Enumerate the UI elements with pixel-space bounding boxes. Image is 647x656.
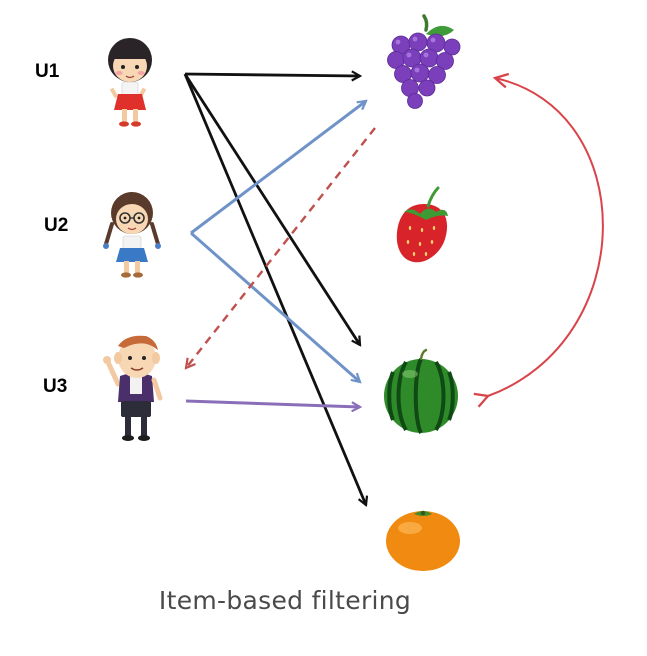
user-label-u2: U2: [44, 215, 69, 236]
item-similarity-arc: [488, 78, 604, 396]
user-label-u1: U1: [35, 61, 60, 82]
watermelon-icon: [384, 348, 458, 434]
user-u2-avatar: [103, 192, 161, 278]
u1-to-watermelon-arrow: [183, 73, 360, 345]
user-label-u3: U3: [43, 376, 68, 397]
recommendation-dashed-arrow: [186, 127, 376, 368]
diagram-caption: Item-based filtering: [158, 586, 412, 615]
user-u3-avatar: [103, 335, 163, 441]
user-u1-avatar: [108, 38, 152, 127]
user-item-links: [183, 73, 604, 505]
u2-to-grapes-arrow: [190, 101, 366, 235]
u2-to-watermelon-arrow: [190, 231, 360, 382]
u1-to-grapes-arrow: [184, 74, 360, 76]
orange-icon: [386, 510, 460, 571]
u3-to-watermelon-arrow: [185, 399, 360, 407]
grapes-icon: [387, 14, 461, 109]
u1-to-orange-arrow: [183, 73, 366, 505]
strawberry-icon: [396, 186, 448, 263]
